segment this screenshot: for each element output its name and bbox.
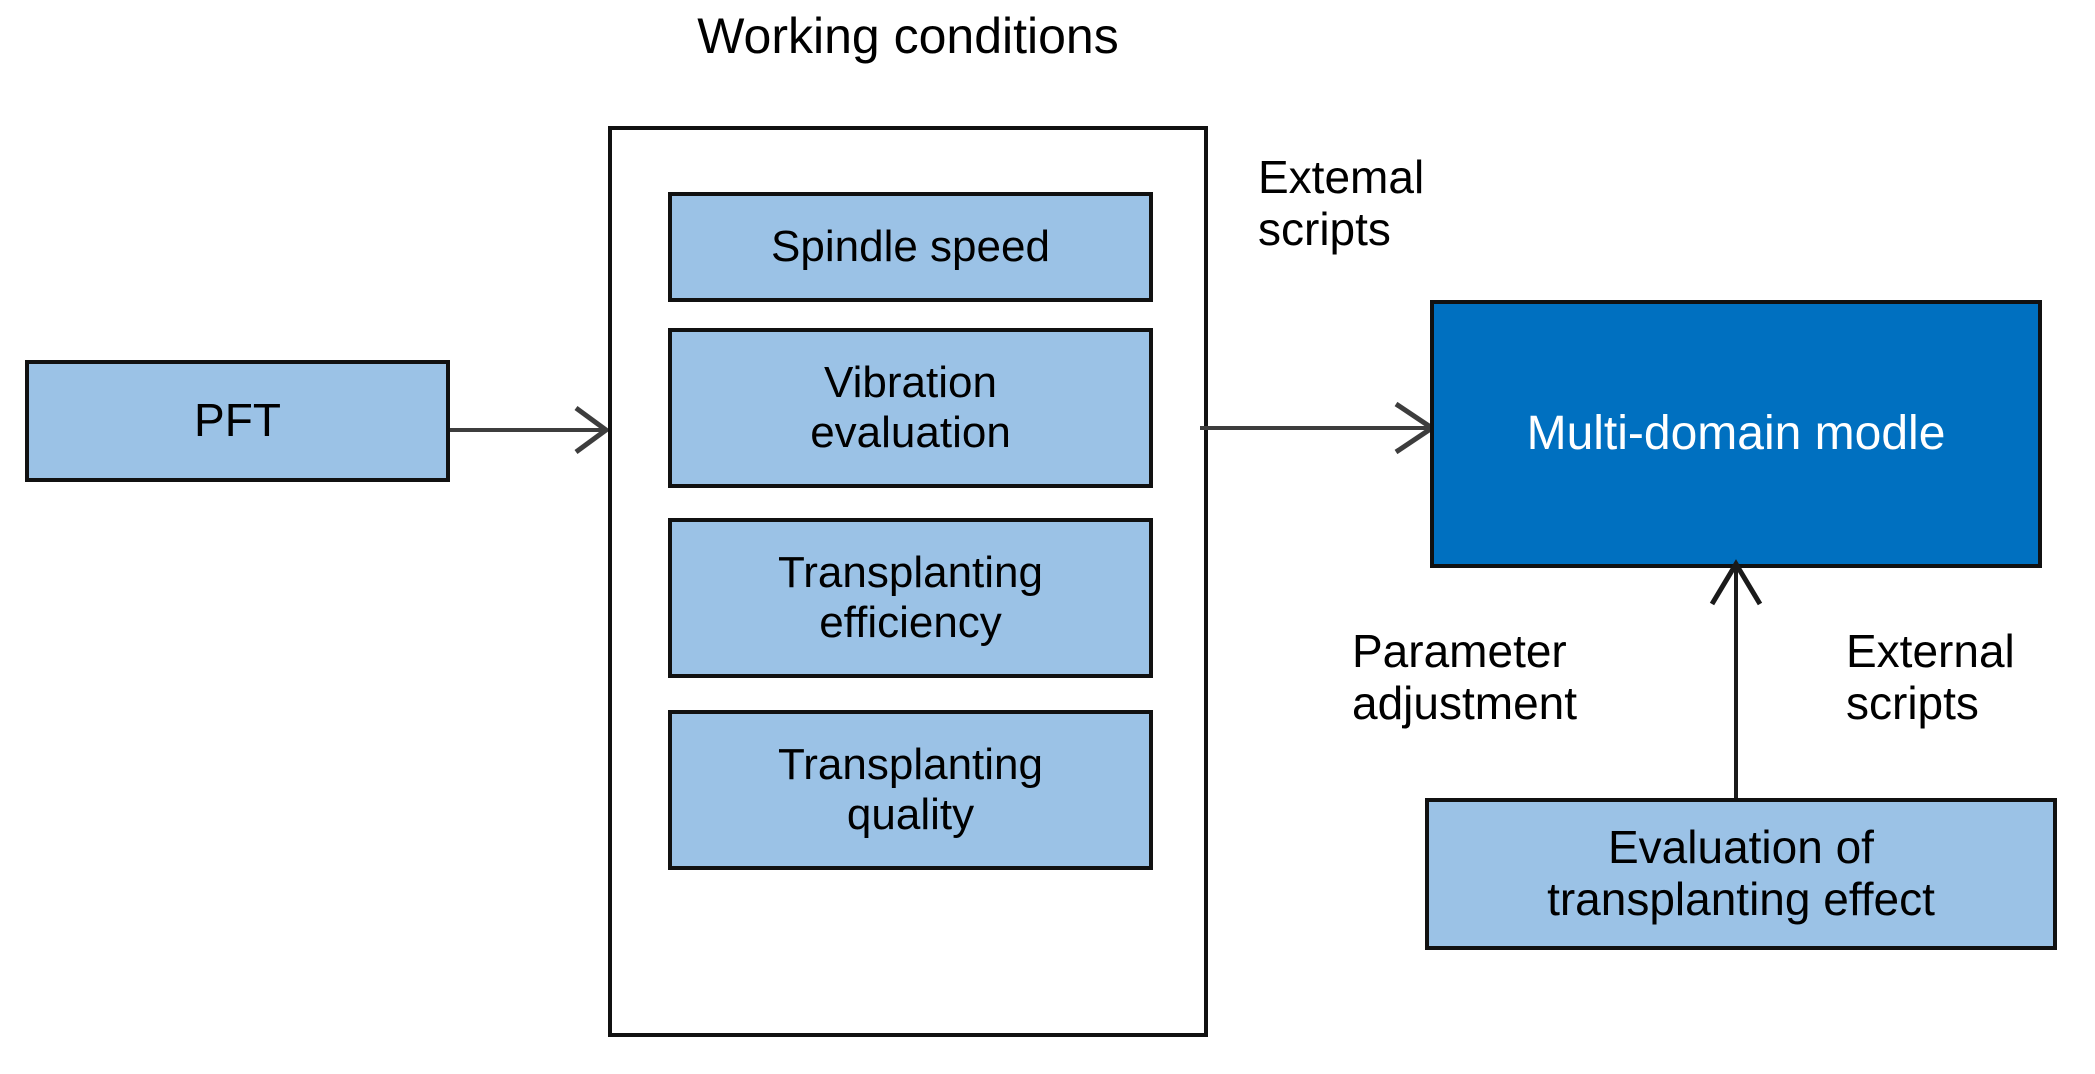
node-pft: PFT: [25, 360, 450, 482]
node-transplanting-efficiency: Transplanting efficiency: [668, 518, 1153, 678]
edge-label-external-scripts-bottom: External scripts: [1846, 625, 2015, 729]
edge-label-parameter-adjustment: Parameter adjustment: [1352, 625, 1578, 729]
node-vibration-evaluation: Vibration evaluation: [668, 328, 1153, 488]
arrow-evaluation-to-multi-domain-model: [1700, 559, 1780, 806]
group-title-working-conditions: Working conditions: [697, 8, 1119, 64]
node-spindle-speed: Spindle speed: [668, 192, 1153, 302]
node-transplanting-quality: Transplanting quality: [668, 710, 1153, 870]
node-multi-domain-model: Multi-domain modle: [1430, 300, 2042, 568]
node-evaluation-of-transplanting-effect: Evaluation of transplanting effect: [1425, 798, 2057, 950]
arrow-pft-to-working-conditions: [450, 400, 615, 460]
arrow-working-conditions-to-multi-domain-model: [1200, 398, 1440, 458]
edge-label-external-scripts-top: Extemal scripts: [1258, 151, 1425, 255]
